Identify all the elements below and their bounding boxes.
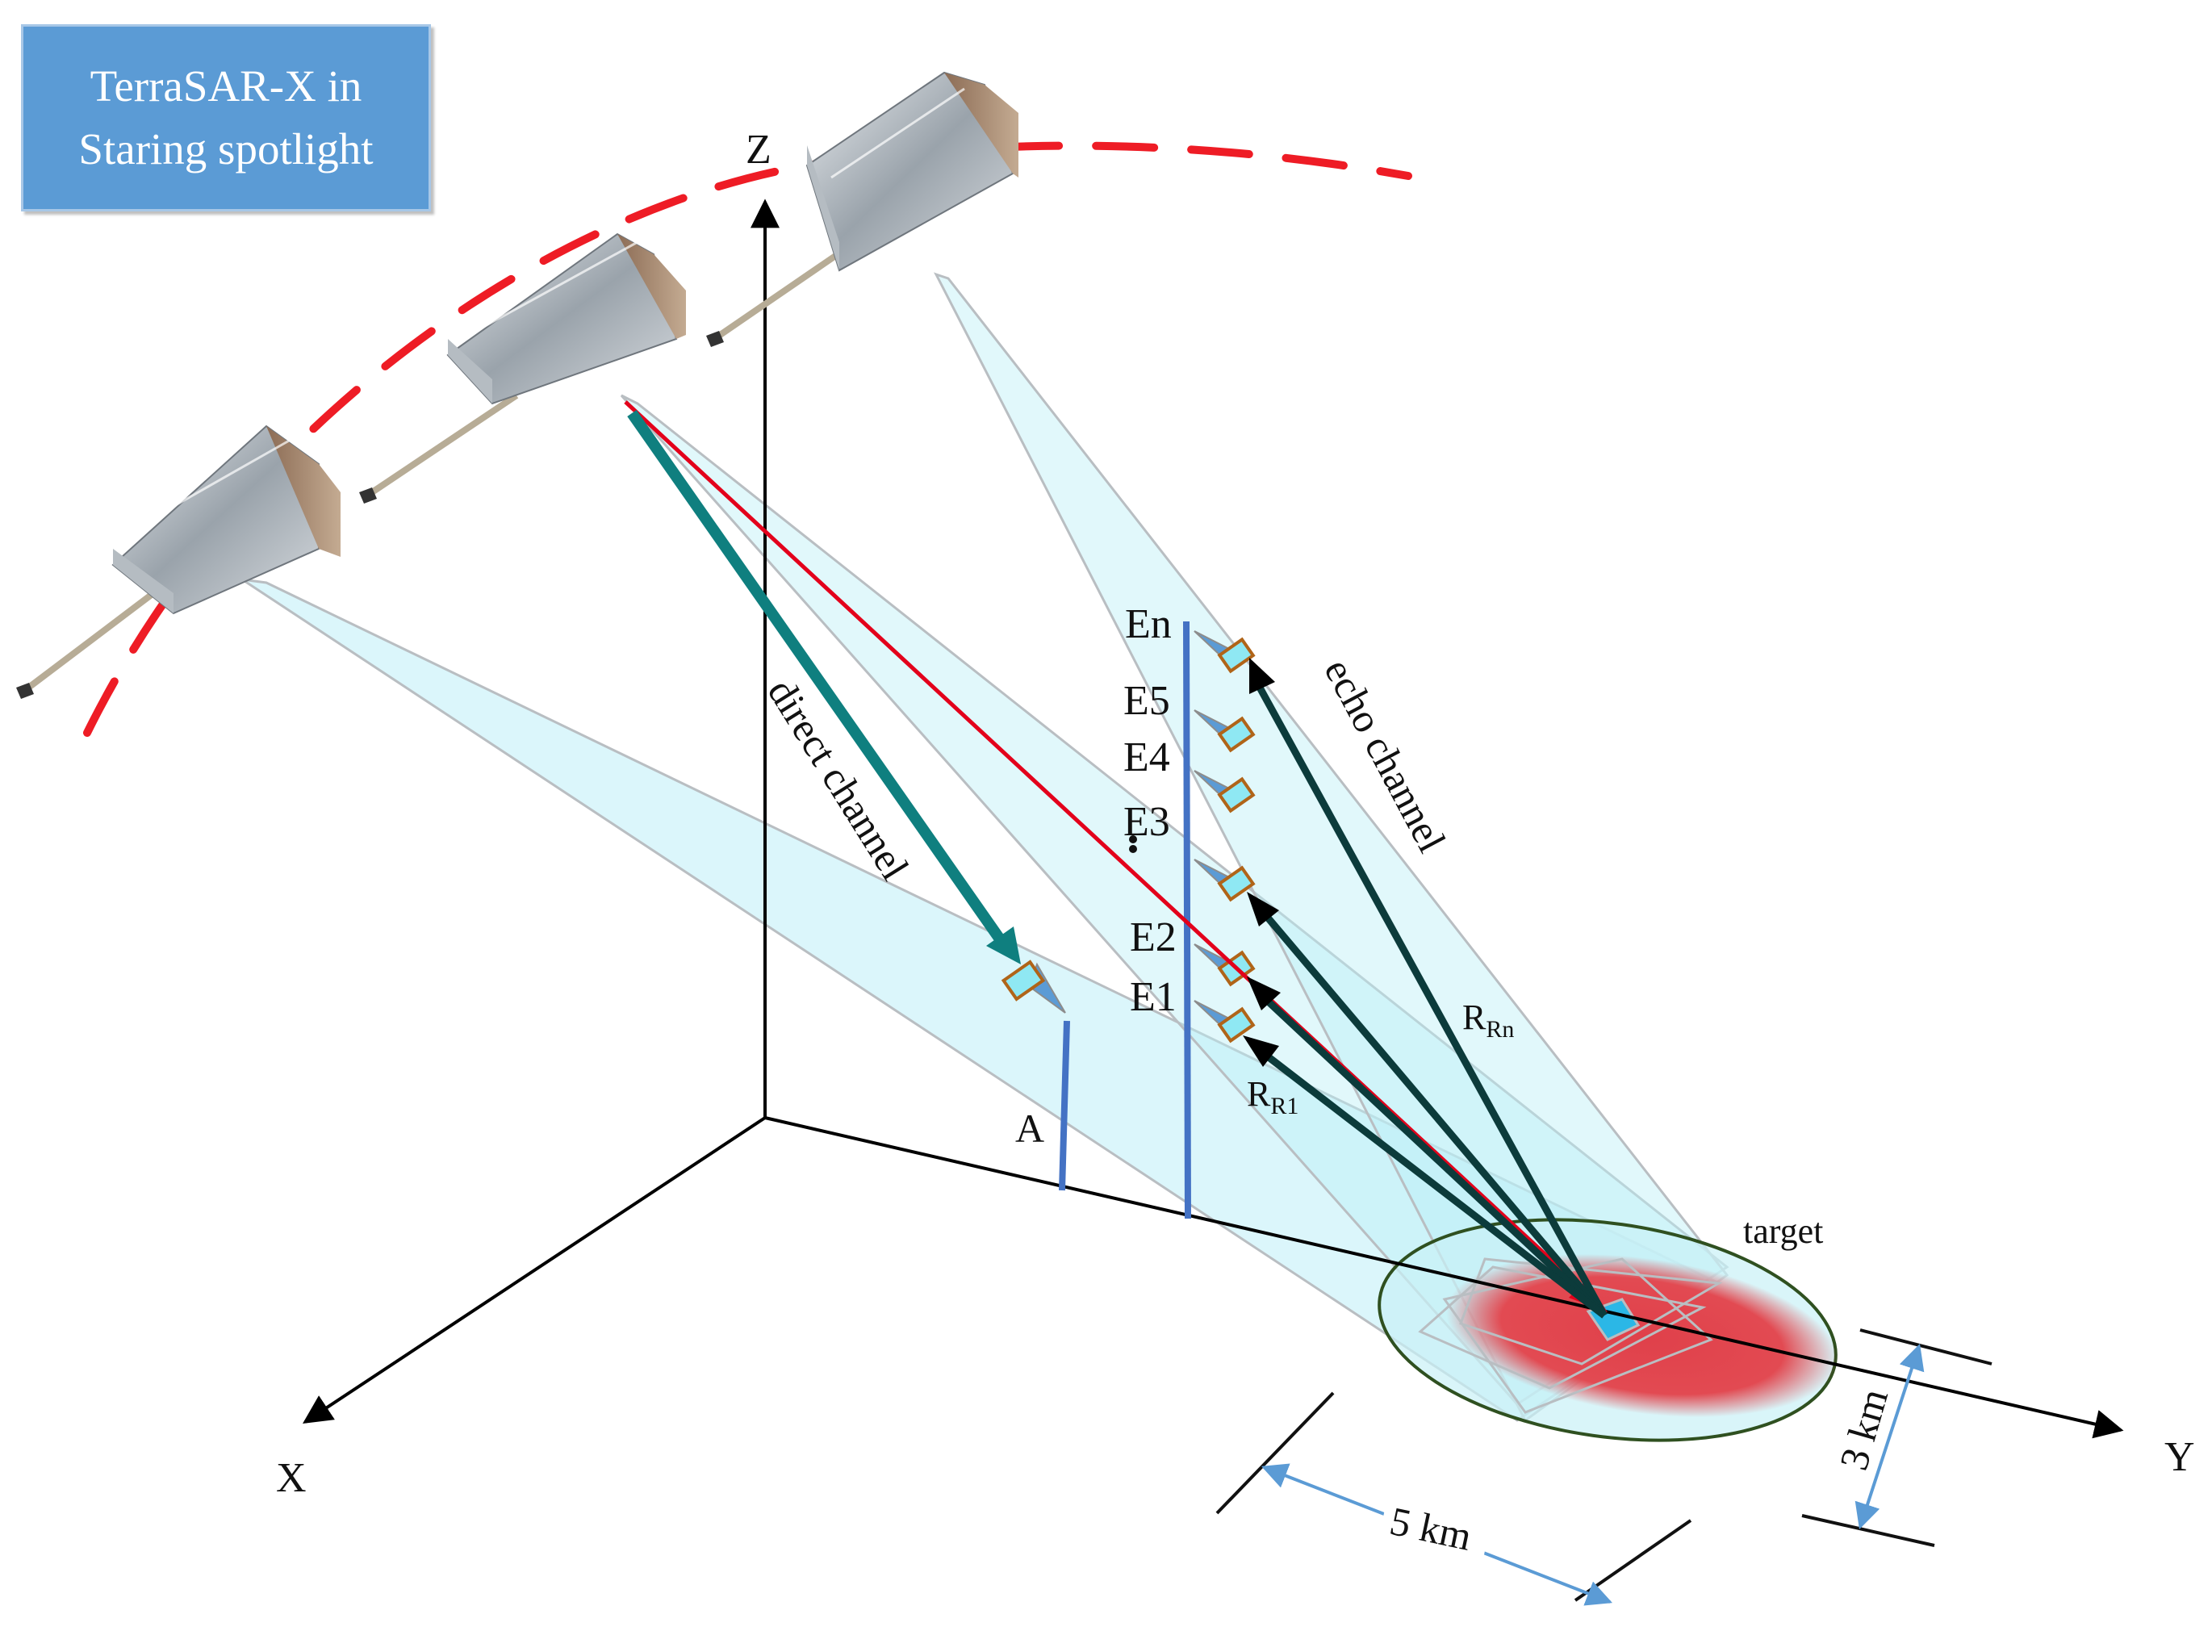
- illuminated-patch-3: [1418, 1265, 1707, 1390]
- direct-channel-arrow: [627, 409, 1007, 947]
- range-r1-label: RR1: [1247, 1074, 1298, 1119]
- y-axis-label: Y: [2164, 1434, 2195, 1480]
- receiver-a-label: A: [1015, 1106, 1044, 1151]
- ellipsis-dot-2: [1129, 845, 1137, 853]
- z-axis-label: Z: [746, 127, 771, 173]
- coordinate-axes: Z X Y: [276, 127, 2195, 1501]
- echo-ray-en: [1256, 684, 1608, 1318]
- direct-channel-arrow-head: [986, 926, 1021, 964]
- signal-paths: [624, 400, 1608, 1319]
- target-patch: [1446, 1254, 1838, 1417]
- echo-ray-e2-head: [1247, 977, 1281, 1010]
- receiver-en-label: En: [1125, 601, 1172, 647]
- echo-ray-e3: [1260, 910, 1608, 1318]
- receiver-e1-label: E1: [1130, 974, 1177, 1020]
- echo-ray-e3-head: [1247, 892, 1279, 926]
- echo-ray-e1: [1259, 1048, 1607, 1319]
- target-label: target: [1743, 1211, 1823, 1251]
- range-rn-label: RRn: [1462, 997, 1514, 1043]
- receiver-e3: [1194, 859, 1256, 902]
- title-line-2: Staring spotlight: [78, 124, 374, 174]
- satellite-middle: [359, 232, 686, 504]
- title-box: TerraSAR-X in Staring spotlight: [21, 24, 431, 211]
- dimension-markers: 5 km 3 km: [1215, 1328, 1992, 1606]
- length-label: 5 km: [1386, 1498, 1476, 1559]
- ellipsis-dot-1: [1129, 835, 1137, 843]
- width-dimension-line: [1854, 1343, 1925, 1530]
- width-label: 3 km: [1830, 1384, 1896, 1475]
- transmit-ray: [624, 400, 1595, 1301]
- receiver-e5-label: E5: [1123, 678, 1170, 724]
- x-axis-label: X: [276, 1455, 307, 1501]
- receiver-e4-label: E4: [1123, 734, 1170, 780]
- receiver-pole-a: [1059, 1020, 1070, 1191]
- receiver-a: [1001, 960, 1066, 1014]
- receiver-e1: [1194, 1000, 1256, 1043]
- receiver-e4: [1194, 770, 1256, 813]
- receiver-en: [1194, 630, 1256, 674]
- receiver-e5: [1194, 709, 1256, 753]
- satellite-left: [16, 425, 341, 699]
- receiver-e2-label: E2: [1130, 914, 1177, 960]
- satellite-right: [706, 71, 1018, 347]
- x-axis: [302, 1116, 767, 1424]
- echo-ray-e1-head: [1243, 1035, 1279, 1067]
- title-line-1: TerraSAR-X in: [90, 61, 362, 111]
- echo-ray-en-head: [1249, 658, 1275, 694]
- echo-ray-e2: [1260, 993, 1608, 1319]
- radar-beams: [241, 272, 1729, 1423]
- target-footprint: [1378, 1218, 1838, 1442]
